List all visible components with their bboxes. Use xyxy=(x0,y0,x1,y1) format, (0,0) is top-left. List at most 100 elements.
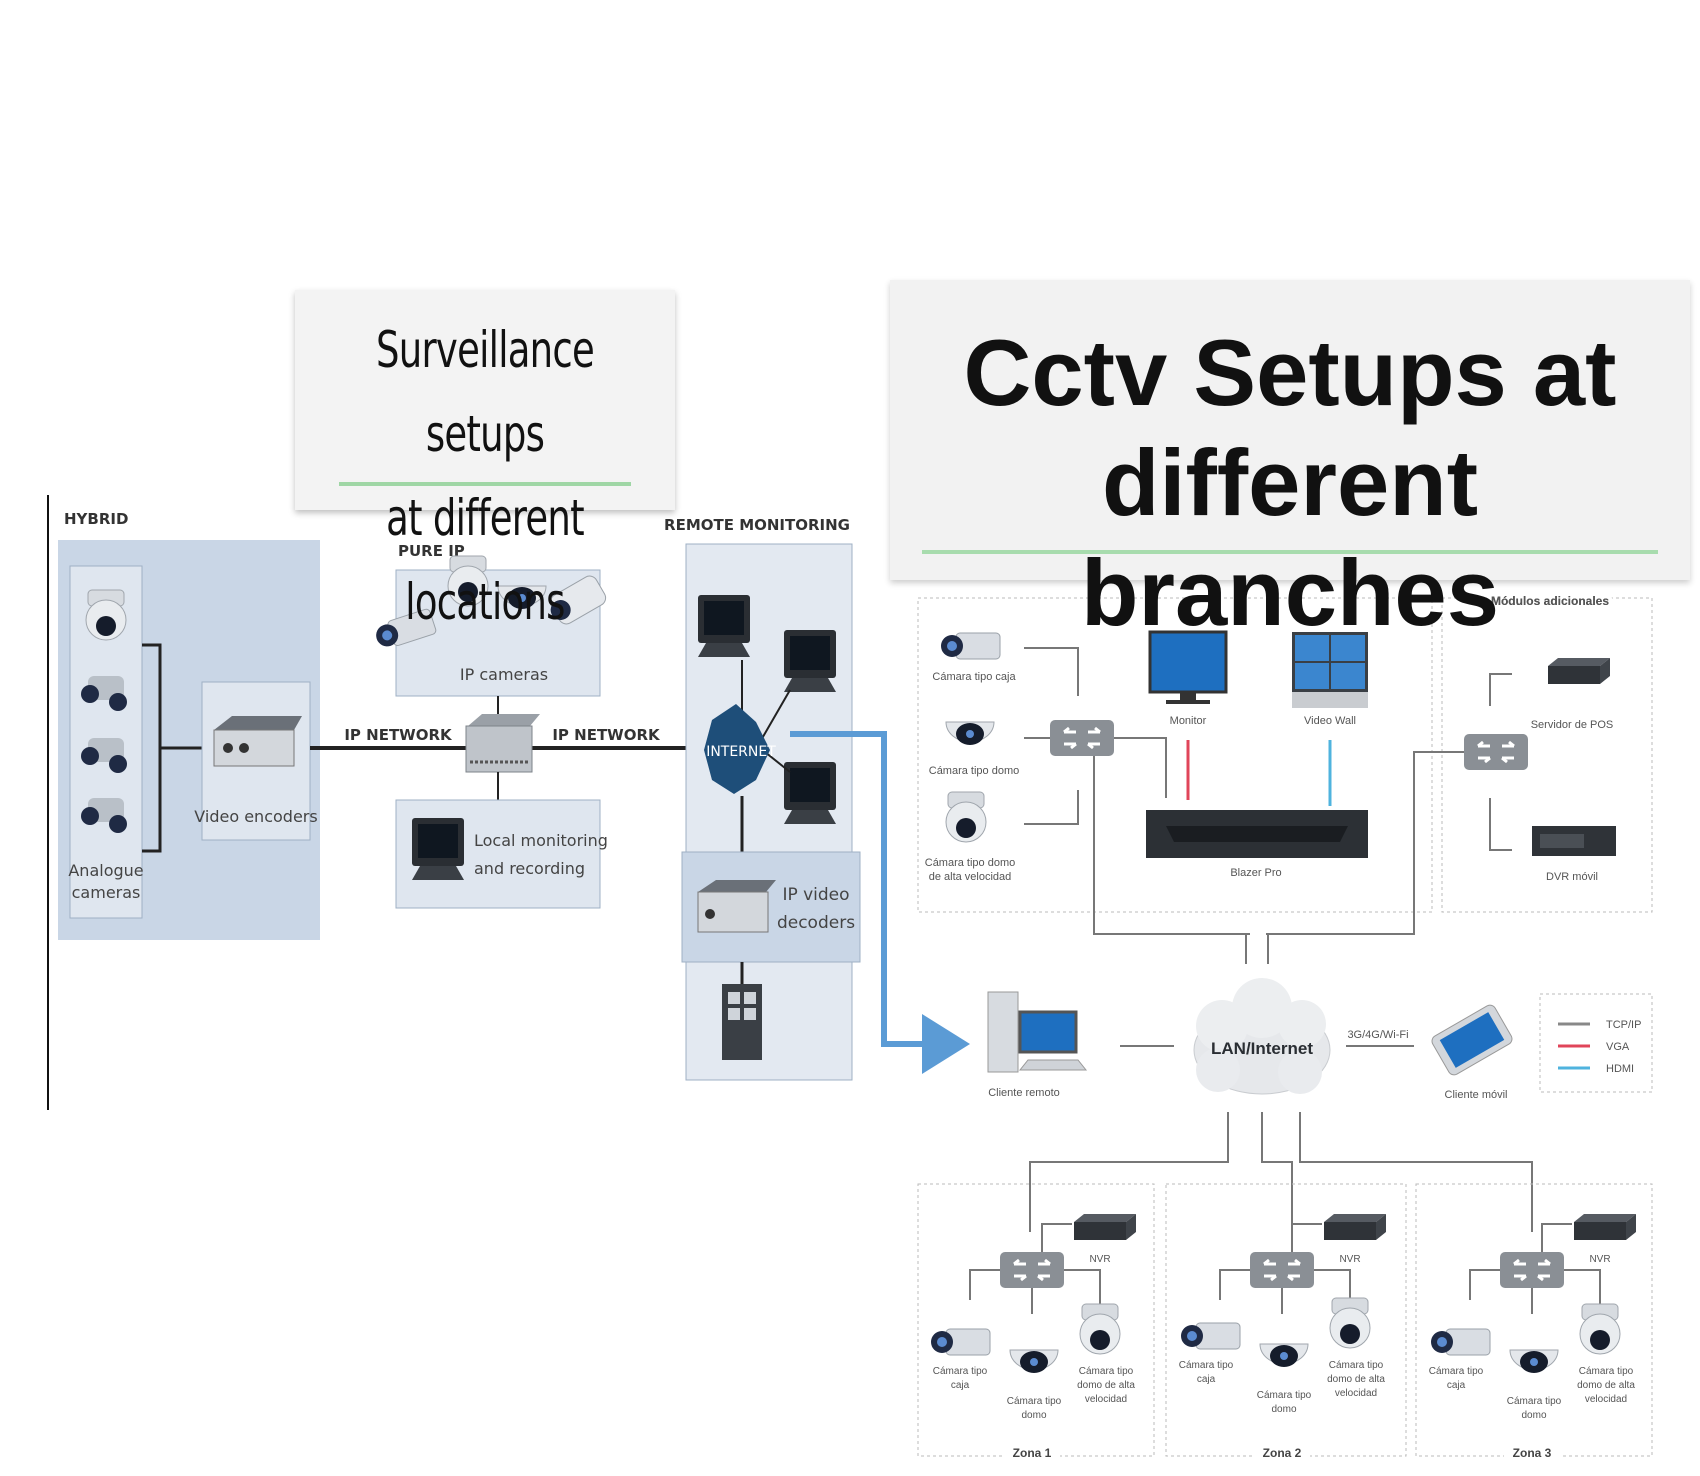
modules-frame xyxy=(1441,597,1653,913)
zone-3-cam-alta-label-3: velocidad xyxy=(1585,1394,1627,1405)
zone-1-nvr-icon xyxy=(1074,1214,1136,1240)
camara-domo-label: Cámara tipo domo xyxy=(929,765,1020,777)
zone-2-cam-domo-label: Cámara tipo xyxy=(1257,1390,1312,1401)
speed-dome-icon xyxy=(945,791,987,843)
right-callout-title: Cctv Setups at different branches xyxy=(890,318,1690,648)
servidor-pos-label: Servidor de POS xyxy=(1531,719,1614,731)
lan-internet-label: LAN/Internet xyxy=(1211,1039,1313,1058)
zone-3-speed-dome-icon xyxy=(1579,1303,1621,1355)
conn-3g-label: 3G/4G/Wi-Fi xyxy=(1347,1029,1408,1041)
remote-client-icon xyxy=(987,991,1088,1073)
zone-2-cam-domo-label-2: domo xyxy=(1271,1404,1296,1415)
legend-vga-label: VGA xyxy=(1606,1041,1630,1053)
legend-box xyxy=(1539,993,1653,1093)
zone-3-switch-icon xyxy=(1498,1250,1566,1290)
dvr-movil-label: DVR móvil xyxy=(1546,871,1598,883)
zona-1-label: Zona 1 xyxy=(1013,1446,1052,1460)
zone-2-cam-alta-label-3: velocidad xyxy=(1335,1388,1377,1399)
video-wall-label: Video Wall xyxy=(1304,715,1356,727)
right-callout-line-1: Cctv Setups at xyxy=(963,320,1617,425)
ip-bullet-camera-icon xyxy=(549,575,607,625)
zone-1-box-camera-icon xyxy=(930,1328,991,1356)
left-callout-title: Surveillance setups at different locatio… xyxy=(344,308,625,644)
dvr-movil-icon xyxy=(1532,826,1616,856)
modules-switch-icon xyxy=(1462,732,1530,772)
zone-2-speed-dome-icon xyxy=(1329,1297,1371,1349)
zone-1-cam-alta-label-2: domo de alta xyxy=(1077,1380,1135,1391)
zone-2-dome-camera-icon xyxy=(1259,1343,1309,1368)
video-wall-icon xyxy=(1292,632,1368,708)
dome-camera-icon xyxy=(945,721,995,746)
analogue-cam-icon xyxy=(81,676,127,711)
left-callout-line-1: Surveillance setups xyxy=(376,321,595,463)
blazer-pro-icon xyxy=(1146,810,1368,858)
camara-alta-label-2: de alta velocidad xyxy=(929,871,1012,883)
zone-2-cam-caja-label: Cámara tipo xyxy=(1179,1360,1234,1371)
ip-video-decoders-label: IP video xyxy=(782,885,849,905)
remote-monitoring-label: REMOTE MONITORING xyxy=(664,516,850,534)
blazer-pro-label: Blazer Pro xyxy=(1230,867,1281,879)
analogue-cameras-label: Analogue xyxy=(68,861,143,880)
ip-video-decoder-icon xyxy=(697,880,776,933)
zona-3-label: Zona 3 xyxy=(1513,1446,1552,1460)
ip-video-decoders-label-2: decoders xyxy=(777,913,855,933)
video-encoders-label: Video encoders xyxy=(194,807,317,826)
ip-cameras-label: IP cameras xyxy=(460,665,548,684)
camara-alta-label: Cámara tipo domo xyxy=(925,857,1016,869)
remote-monitor-icon xyxy=(698,595,750,657)
zone-1-cam-caja-label: Cámara tipo xyxy=(933,1366,988,1377)
zone-3-nvr-label: NVR xyxy=(1589,1254,1610,1265)
internet-cloud-icon xyxy=(704,704,770,794)
zone-1-cam-alta-label: Cámara tipo xyxy=(1079,1366,1134,1377)
ip-network-label-left: IP NETWORK xyxy=(344,726,453,744)
pos-server-icon xyxy=(1548,658,1610,684)
analogue-cam-icon xyxy=(81,738,127,773)
zone-1-nvr-label: NVR xyxy=(1089,1254,1110,1265)
zone-3-box-camera-icon xyxy=(1430,1328,1491,1356)
ip-network-label-right: IP NETWORK xyxy=(552,726,661,744)
zone-3-cam-alta-label: Cámara tipo xyxy=(1579,1366,1634,1377)
main-switch-icon xyxy=(1048,718,1116,758)
pure-ip-label: PURE IP xyxy=(398,542,465,560)
zone-2-box-camera-icon xyxy=(1180,1322,1241,1350)
remote-monitor-icon xyxy=(784,630,836,692)
remote-monitor-icon xyxy=(784,762,836,824)
zone-3-nvr-icon xyxy=(1574,1214,1636,1240)
analogue-dome-icon xyxy=(85,589,127,641)
left-callout-rule xyxy=(339,482,631,486)
zone-3-cam-alta-label-2: domo de alta xyxy=(1577,1380,1635,1391)
cliente-remoto-label: Cliente remoto xyxy=(988,1087,1060,1099)
zone-1-speed-dome-icon xyxy=(1079,1303,1121,1355)
network-switch-icon xyxy=(465,714,540,773)
zone-3-cam-domo-label-2: domo xyxy=(1521,1410,1546,1421)
cliente-movil-label: Cliente móvil xyxy=(1445,1089,1508,1101)
zona-2-label: Zona 2 xyxy=(1263,1446,1302,1460)
legend-tcp-label: TCP/IP xyxy=(1606,1019,1641,1031)
hybrid-label: HYBRID xyxy=(64,510,128,528)
analogue-cam-icon xyxy=(81,798,127,833)
zone-2-cam-caja-label-2: caja xyxy=(1197,1374,1216,1385)
zone-1-switch-icon xyxy=(998,1250,1066,1290)
right-callout: Cctv Setups at different branches xyxy=(890,280,1690,645)
zone-2-cam-alta-label: Cámara tipo xyxy=(1329,1360,1384,1371)
local-monitoring-label: Local monitoring xyxy=(474,831,608,850)
zone-1-dome-camera-icon xyxy=(1009,1349,1059,1374)
legend-hdmi-label: HDMI xyxy=(1606,1063,1634,1075)
zone-2-nvr-label: NVR xyxy=(1339,1254,1360,1265)
zone-2-cam-alta-label-2: domo de alta xyxy=(1327,1374,1385,1385)
video-encoder-icon xyxy=(213,716,302,767)
right-callout-line-2: different branches xyxy=(1081,430,1499,645)
modulos-adicionales-label: Módulos adicionales xyxy=(1491,594,1609,608)
zone-2-nvr-icon xyxy=(1324,1214,1386,1240)
zone-3-dome-camera-icon xyxy=(1509,1349,1559,1374)
zone-3-cam-domo-label: Cámara tipo xyxy=(1507,1396,1562,1407)
monitor-icon xyxy=(1148,630,1228,704)
lan-cloud-icon xyxy=(1193,978,1331,1095)
zone-1-cam-domo-label: Cámara tipo xyxy=(1007,1396,1062,1407)
camara-caja-label: Cámara tipo caja xyxy=(932,671,1016,683)
analogue-cameras-label-2: cameras xyxy=(72,883,141,902)
mobile-client-icon xyxy=(1431,1004,1513,1076)
zone-2-switch-icon xyxy=(1248,1250,1316,1290)
link-arrow xyxy=(790,731,970,1074)
